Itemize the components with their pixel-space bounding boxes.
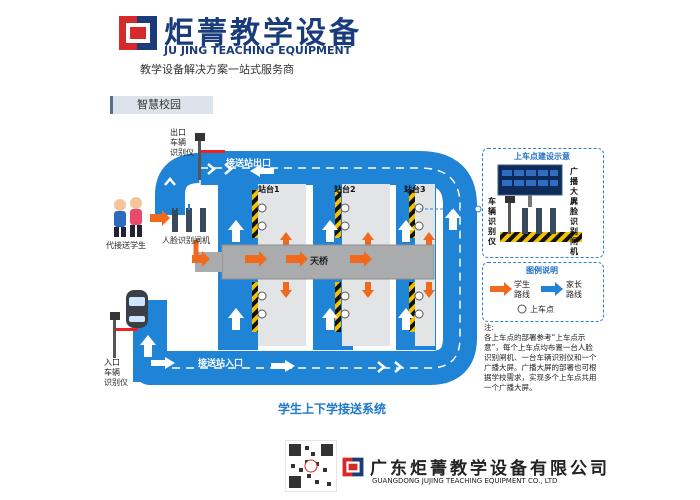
road-loop	[133, 151, 477, 385]
brand-title-en: JU JING TEACHING EQUIPMENT	[164, 44, 352, 57]
legend-student-route: 学生路线	[514, 280, 530, 299]
screen-label: 广播大屏	[570, 167, 578, 206]
face-gate-icon	[172, 204, 206, 232]
panel-gate-label: 人脸识别闸机	[570, 197, 578, 256]
legend-parent-route: 家长路线	[566, 280, 582, 299]
student-figures-icon	[114, 197, 142, 237]
brand-slogan: 教学设备解决方案一站式服务商	[140, 63, 294, 76]
company-logo-icon	[342, 456, 364, 478]
panel-gate-icon	[522, 208, 556, 234]
entry-camera-icon	[110, 312, 138, 358]
note-title: 注:	[484, 323, 495, 332]
parent-route-icon	[541, 282, 563, 296]
car-icon	[126, 290, 148, 328]
exit-camera-label: 出口 车辆 识别仪	[170, 128, 194, 157]
legend-boarding-point: 上车点	[530, 305, 554, 314]
parent-label: 代接送学生	[106, 241, 146, 250]
legend-icons	[490, 282, 563, 314]
entry-road-label: 接送站入口	[198, 359, 244, 369]
face-gate-label: 人脸识别闸机	[162, 236, 210, 245]
vehicle-camera-label: 车辆识别仪	[488, 197, 496, 246]
boarding-point-icon	[517, 304, 527, 314]
company-name-cn: 广东炬菁教学设备有限公司	[370, 459, 610, 479]
entry-camera-label: 入口 车辆 识别仪	[104, 358, 128, 387]
platform-3-label: 站台3	[404, 185, 426, 194]
note-text: 各上车点的部署参考“上车点示意”，每个上车点均布置一台人脸识别闸机、一台车辆识别…	[484, 333, 597, 392]
qr-code-icon	[284, 439, 338, 493]
company-name-en: GUANGDONG JUJING TEACHING EQUIPMENT CO.,…	[372, 477, 558, 485]
student-route-icon	[490, 282, 512, 296]
brand-title-cn: 炬菁教学设备	[164, 16, 362, 51]
legend-title: 图例说明	[526, 266, 558, 275]
platform-2-label: 站台2	[334, 185, 356, 194]
platform-1-label: 站台1	[258, 185, 280, 194]
exit-road-label: 接送站出口	[226, 159, 272, 169]
boarding-panel-title: 上车点建设示意	[514, 152, 570, 161]
boarding-point-panel	[482, 148, 604, 258]
diagram-caption: 学生上下学接送系统	[278, 402, 387, 416]
campus-label: 智慧校园	[110, 96, 213, 114]
jj-logo-icon	[118, 13, 158, 53]
exit-camera-icon	[195, 133, 225, 180]
bridge-label: 天桥	[310, 257, 329, 267]
